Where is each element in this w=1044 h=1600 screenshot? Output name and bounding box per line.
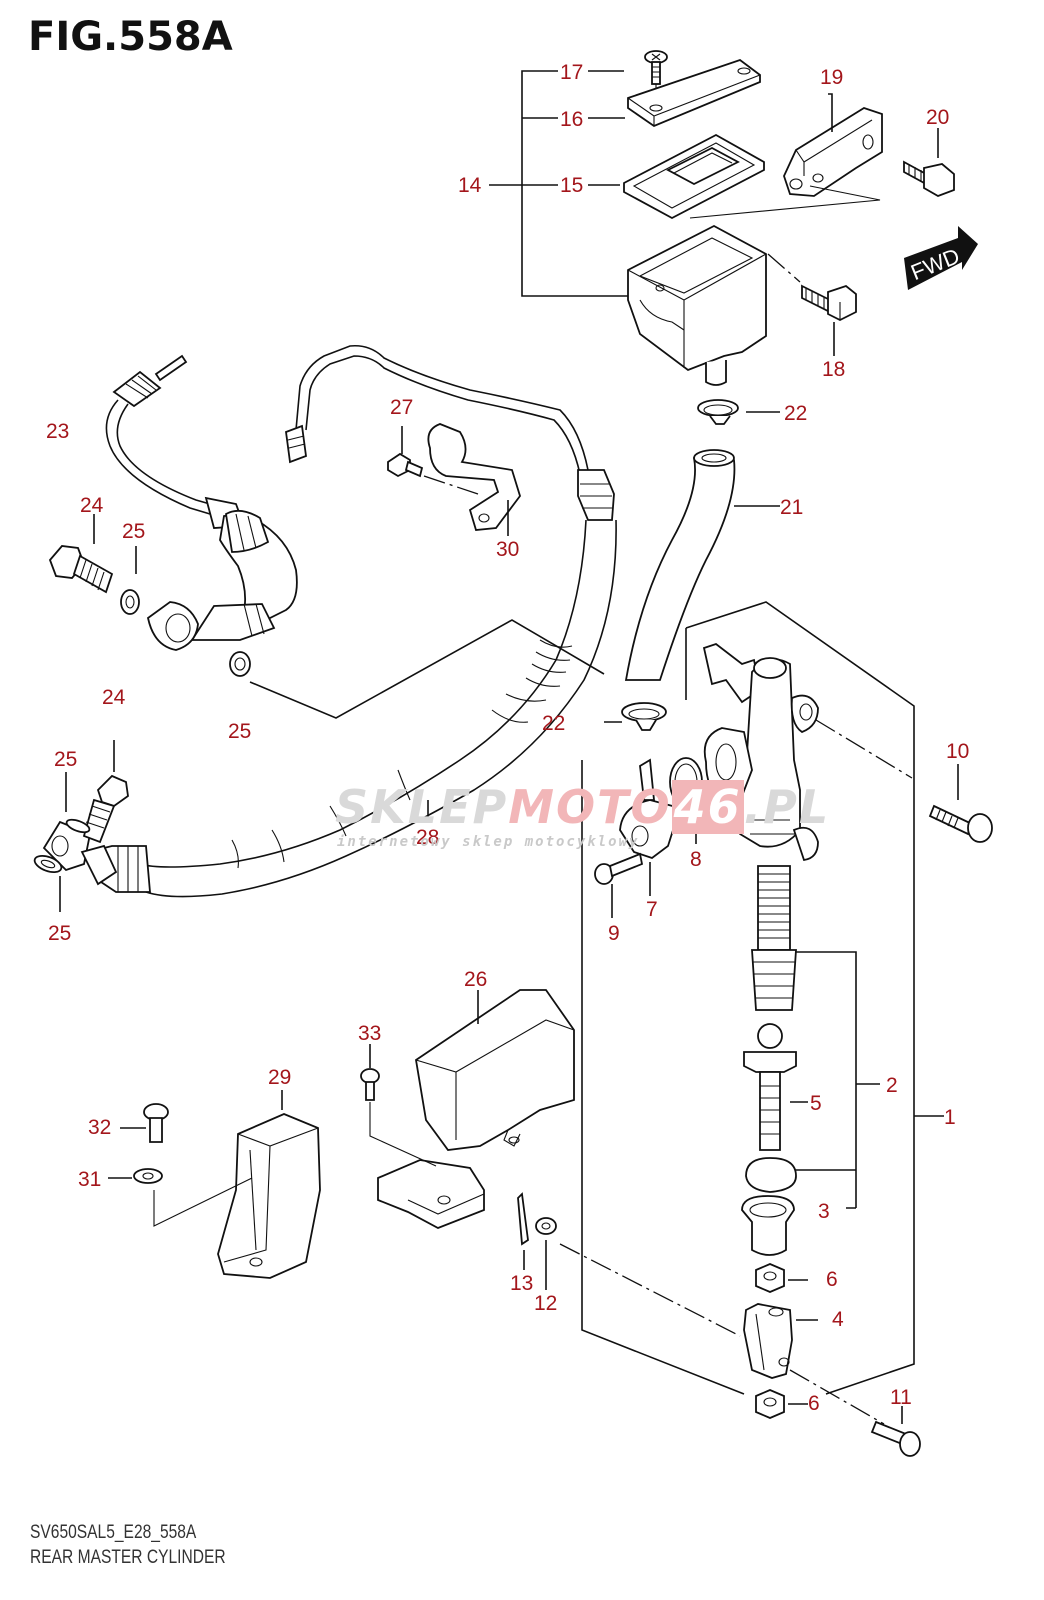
circlip[interactable] [745,1157,797,1193]
callout-30[interactable]: 30 [496,538,519,561]
callout-10[interactable]: 10 [946,740,969,763]
callout-23[interactable]: 23 [46,420,69,443]
figure-title: FIG.558A [28,14,233,60]
washer-31[interactable] [108,1168,253,1227]
reservoir-group [489,50,857,386]
callout-26[interactable]: 26 [464,968,487,991]
reservoir-cap[interactable] [627,58,761,128]
guard-29[interactable] [217,1090,321,1279]
callout-21[interactable]: 21 [780,496,803,519]
pin-11[interactable] [870,1406,921,1457]
reservoir-diaphragm[interactable] [623,133,765,220]
clamp-22-bottom[interactable] [604,702,667,731]
callout-28[interactable]: 28 [416,826,439,849]
callout-13[interactable]: 13 [510,1272,533,1295]
callout-6-top[interactable]: 6 [826,1268,838,1291]
callout-8[interactable]: 8 [690,848,702,871]
clamp-22-top[interactable] [697,399,780,425]
cover-26[interactable] [415,989,575,1151]
callout-25-mid[interactable]: 25 [228,720,251,743]
callout-2[interactable]: 2 [886,1074,898,1097]
banjo-bolt-24-bottom[interactable] [82,740,129,844]
callout-20[interactable]: 20 [926,106,949,129]
model-code: SV650SAL5_E28_558A [30,1522,197,1543]
screw-32[interactable] [120,1103,169,1143]
callout-25-top[interactable]: 25 [122,520,145,543]
callout-24-bottom[interactable]: 24 [102,686,126,709]
callout-5[interactable]: 5 [810,1092,822,1115]
callout-31[interactable]: 31 [78,1168,101,1191]
fwd-direction-badge: FWD [904,226,978,290]
watermark: SKLEPMOTO46.PL internetowy sklep motocyk… [335,780,830,850]
reservoir-body[interactable] [627,224,767,386]
bolt-18[interactable] [801,284,857,356]
pushrod-5[interactable] [743,1023,797,1151]
clevis-4[interactable] [743,1303,818,1379]
callout-9[interactable]: 9 [608,922,620,945]
callout-18[interactable]: 18 [822,358,845,381]
connector-7[interactable] [619,758,682,896]
banjo-fitting-28[interactable] [42,820,118,886]
master-cylinder-group [581,601,944,1395]
callout-24-top[interactable]: 24 [80,494,104,517]
bolt-20[interactable] [903,128,955,197]
nut-6-bottom[interactable] [755,1389,808,1419]
callout-11[interactable]: 11 [890,1386,912,1409]
nut-6-top[interactable] [755,1263,808,1293]
figure-name: REAR MASTER CYLINDER [30,1547,226,1568]
boot-3[interactable] [741,1195,795,1256]
bracket-19[interactable] [689,93,883,219]
callout-14[interactable]: 14 [458,174,482,197]
brake-hose-23[interactable] [105,354,298,651]
callout-22-bottom[interactable]: 22 [542,712,565,735]
callout-16[interactable]: 16 [560,108,583,131]
bolt-10[interactable] [928,764,993,843]
callout-6-bottom[interactable]: 6 [808,1392,820,1415]
callout-17[interactable]: 17 [560,61,583,84]
callout-22-top[interactable]: 22 [784,402,807,425]
screw-33[interactable] [360,1044,437,1167]
screw-9[interactable] [594,852,644,918]
watermark-logo: SKLEPMOTO46.PL [335,780,831,834]
callout-1[interactable]: 1 [944,1106,956,1129]
callout-labels: 1 2 3 4 5 6 6 7 8 9 10 11 12 13 14 15 16… [46,61,969,1415]
callout-27[interactable]: 27 [390,396,413,419]
washer-25-top[interactable] [120,546,140,615]
watermark-tagline: internetowy sklep motocyklowy [337,834,640,850]
washer-25-bottom[interactable] [32,853,63,912]
callout-33[interactable]: 33 [358,1022,381,1045]
bolt-27[interactable] [387,426,479,495]
callout-7[interactable]: 7 [646,898,658,921]
piston-spring[interactable] [751,865,797,1011]
callout-19[interactable]: 19 [820,66,843,89]
banjo-bolt-24-top[interactable] [48,514,114,594]
callout-25-bottom[interactable]: 25 [48,922,71,945]
bracket-bottom[interactable] [377,1159,485,1229]
callout-3[interactable]: 3 [818,1200,830,1223]
washer-12[interactable] [535,1217,557,1290]
hose-clamp-30[interactable] [427,423,521,536]
cotter-pin-13[interactable] [517,1192,529,1270]
callout-4[interactable]: 4 [832,1308,844,1331]
callout-32[interactable]: 32 [88,1116,111,1139]
callout-15[interactable]: 15 [560,174,583,197]
callout-25-left[interactable]: 25 [54,748,77,771]
washer-25-left[interactable] [65,772,91,835]
callout-29[interactable]: 29 [268,1066,291,1089]
callout-12[interactable]: 12 [534,1292,557,1315]
washer-25-mid[interactable] [229,651,251,677]
reservoir-hose-21[interactable] [624,449,780,681]
